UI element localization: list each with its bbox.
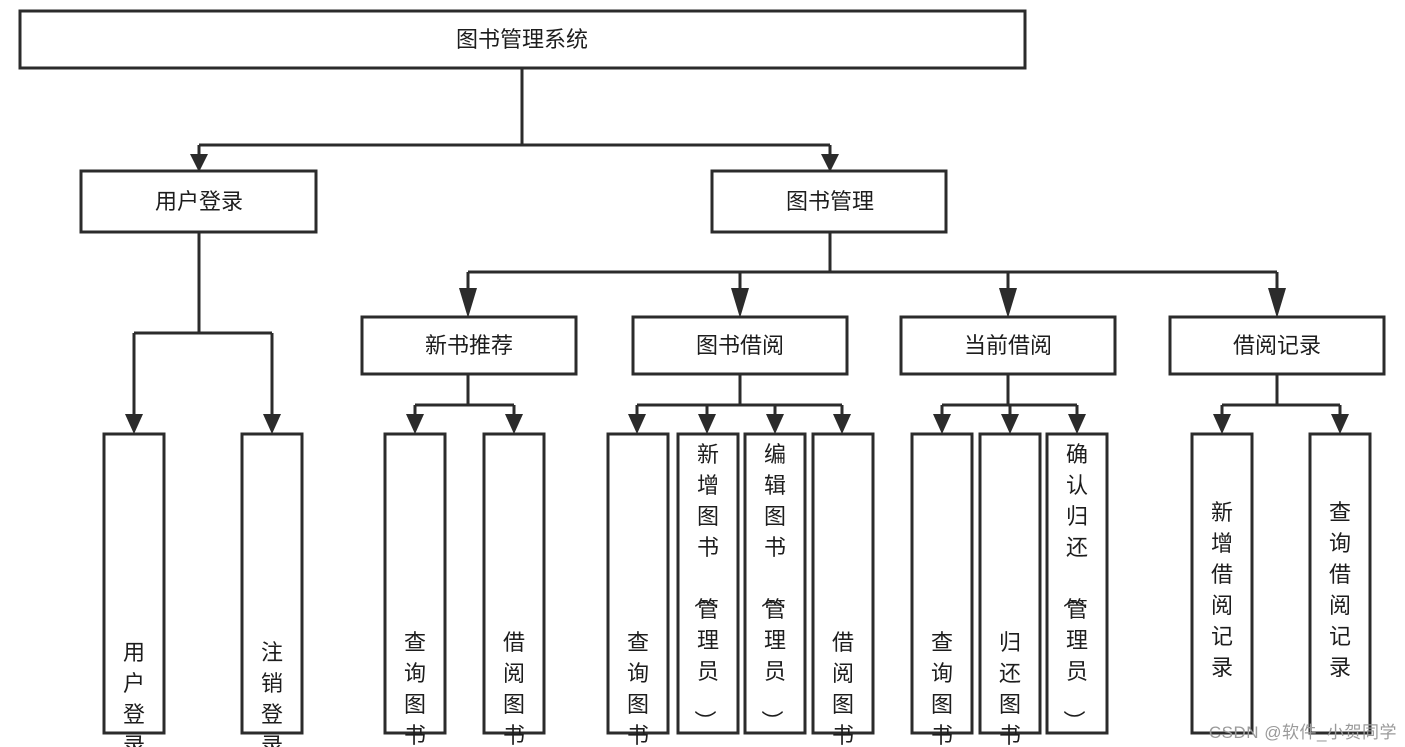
- node-leaf-confirm-return-box[interactable]: [1045, 432, 1109, 735]
- node-user-login[interactable]: 用户登录: [79, 169, 318, 234]
- node-leaf-query-book-3-box[interactable]: [910, 432, 974, 735]
- arrowhead-user-login: [190, 154, 208, 172]
- node-leaf-query-borrow-record[interactable]: 查询借阅记录: [1308, 432, 1372, 735]
- node-leaf-query-book-1-box[interactable]: [383, 432, 447, 735]
- arrowhead-bookborrow-leaf-1: [628, 414, 646, 434]
- node-leaf-query-book-1-label: 查询图书: [404, 630, 426, 747]
- node-borrow-record-box[interactable]: [1168, 315, 1386, 376]
- node-root[interactable]: 图书管理系统: [18, 9, 1027, 70]
- node-leaf-add-borrow-record[interactable]: 新增借阅记录: [1190, 432, 1254, 735]
- node-leaf-user-login-box[interactable]: [102, 432, 166, 735]
- node-leaf-borrow-book-2-label: 借阅图书: [832, 630, 854, 747]
- node-leaf-query-book-2-label: 查询图书: [627, 630, 649, 747]
- node-book-borrow-box[interactable]: [631, 315, 849, 376]
- node-current-borrow[interactable]: 当前借阅: [899, 315, 1117, 376]
- node-leaf-borrow-book-1[interactable]: 借阅图书: [482, 432, 546, 747]
- arrowhead-book-manage: [821, 154, 839, 172]
- connector-layer: [125, 68, 1349, 434]
- arrowhead-borrowrecord-leaf-1: [1213, 414, 1231, 434]
- node-leaf-logout[interactable]: 注销登录: [240, 432, 304, 747]
- node-user-login-label: 用户登录: [155, 189, 243, 214]
- node-leaf-return-book-box[interactable]: [978, 432, 1042, 735]
- arrowhead-leaf-user-login: [125, 414, 143, 434]
- node-new-book-recommend[interactable]: 新书推荐: [360, 315, 578, 376]
- arrowhead-book-borrow: [731, 288, 749, 318]
- arrowhead-leaf-logout: [263, 414, 281, 434]
- node-leaf-add-book-box[interactable]: [676, 432, 740, 735]
- node-leaf-borrow-book-1-label: 借阅图书: [503, 630, 525, 747]
- arrowhead-new-book: [459, 288, 477, 318]
- node-root-box[interactable]: [18, 9, 1027, 70]
- node-leaf-query-book-2[interactable]: 查询图书: [606, 432, 670, 747]
- arrowhead-currentborrow-leaf-2: [1001, 414, 1019, 434]
- arrowhead-newbook-leaf-2: [505, 414, 523, 434]
- arrowhead-currentborrow-leaf-3: [1068, 414, 1086, 434]
- arrowhead-currentborrow-leaf-1: [933, 414, 951, 434]
- node-leaf-confirm-return-label: 确认归还（管理员）: [1061, 442, 1088, 732]
- node-leaf-borrow-book-1-box[interactable]: [482, 432, 546, 735]
- node-leaf-query-book-1[interactable]: 查询图书: [383, 432, 447, 747]
- node-leaf-query-book-3-label: 查询图书: [931, 630, 953, 747]
- arrowhead-borrow-record: [1268, 288, 1286, 318]
- node-leaf-query-borrow-record-label: 查询借阅记录: [1329, 500, 1351, 680]
- node-new-book-recommend-label: 新书推荐: [425, 333, 513, 358]
- node-book-manage-label: 图书管理: [786, 189, 874, 214]
- node-leaf-add-borrow-record-box[interactable]: [1190, 432, 1254, 735]
- node-leaf-borrow-book-2-box[interactable]: [811, 432, 875, 735]
- node-leaf-add-book-label: 新增图书（管理员）: [692, 442, 719, 732]
- node-current-borrow-box[interactable]: [899, 315, 1117, 376]
- node-book-manage[interactable]: 图书管理: [710, 169, 948, 234]
- node-book-borrow[interactable]: 图书借阅: [631, 315, 849, 376]
- node-leaf-add-book[interactable]: 新增图书（管理员）: [676, 432, 740, 735]
- node-borrow-record[interactable]: 借阅记录: [1168, 315, 1386, 376]
- node-leaf-edit-book-box[interactable]: [743, 432, 807, 735]
- node-leaf-add-borrow-record-label: 新增借阅记录: [1211, 500, 1233, 680]
- node-new-book-recommend-box[interactable]: [360, 315, 578, 376]
- node-leaf-return-book-label: 归还图书: [999, 630, 1021, 747]
- node-leaf-query-borrow-record-box[interactable]: [1308, 432, 1372, 735]
- node-book-borrow-label: 图书借阅: [696, 333, 784, 358]
- node-leaf-user-login-label: 用户登录: [123, 640, 145, 747]
- arrowhead-bookborrow-leaf-4: [833, 414, 851, 434]
- arrowhead-current-borrow: [999, 288, 1017, 318]
- node-leaf-logout-label: 注销登录: [261, 640, 283, 747]
- node-leaf-confirm-return[interactable]: 确认归还（管理员）: [1045, 432, 1109, 735]
- node-root-label: 图书管理系统: [456, 27, 588, 52]
- node-leaf-query-book-2-box[interactable]: [606, 432, 670, 735]
- node-user-login-box[interactable]: [79, 169, 318, 234]
- node-leaf-edit-book-label: 编辑图书（管理员）: [759, 442, 786, 732]
- arrowhead-borrowrecord-leaf-2: [1331, 414, 1349, 434]
- node-book-manage-box[interactable]: [710, 169, 948, 234]
- node-leaf-edit-book[interactable]: 编辑图书（管理员）: [743, 432, 807, 735]
- node-borrow-record-label: 借阅记录: [1233, 333, 1321, 358]
- node-leaf-user-login[interactable]: 用户登录: [102, 432, 166, 747]
- node-leaf-borrow-book-2[interactable]: 借阅图书: [811, 432, 875, 747]
- node-leaf-logout-box[interactable]: [240, 432, 304, 735]
- node-leaf-query-book-3[interactable]: 查询图书: [910, 432, 974, 747]
- arrowhead-newbook-leaf-1: [406, 414, 424, 434]
- node-leaf-return-book[interactable]: 归还图书: [978, 432, 1042, 747]
- node-current-borrow-label: 当前借阅: [964, 333, 1052, 358]
- arrowhead-bookborrow-leaf-3: [766, 414, 784, 434]
- arrowhead-bookborrow-leaf-2: [698, 414, 716, 434]
